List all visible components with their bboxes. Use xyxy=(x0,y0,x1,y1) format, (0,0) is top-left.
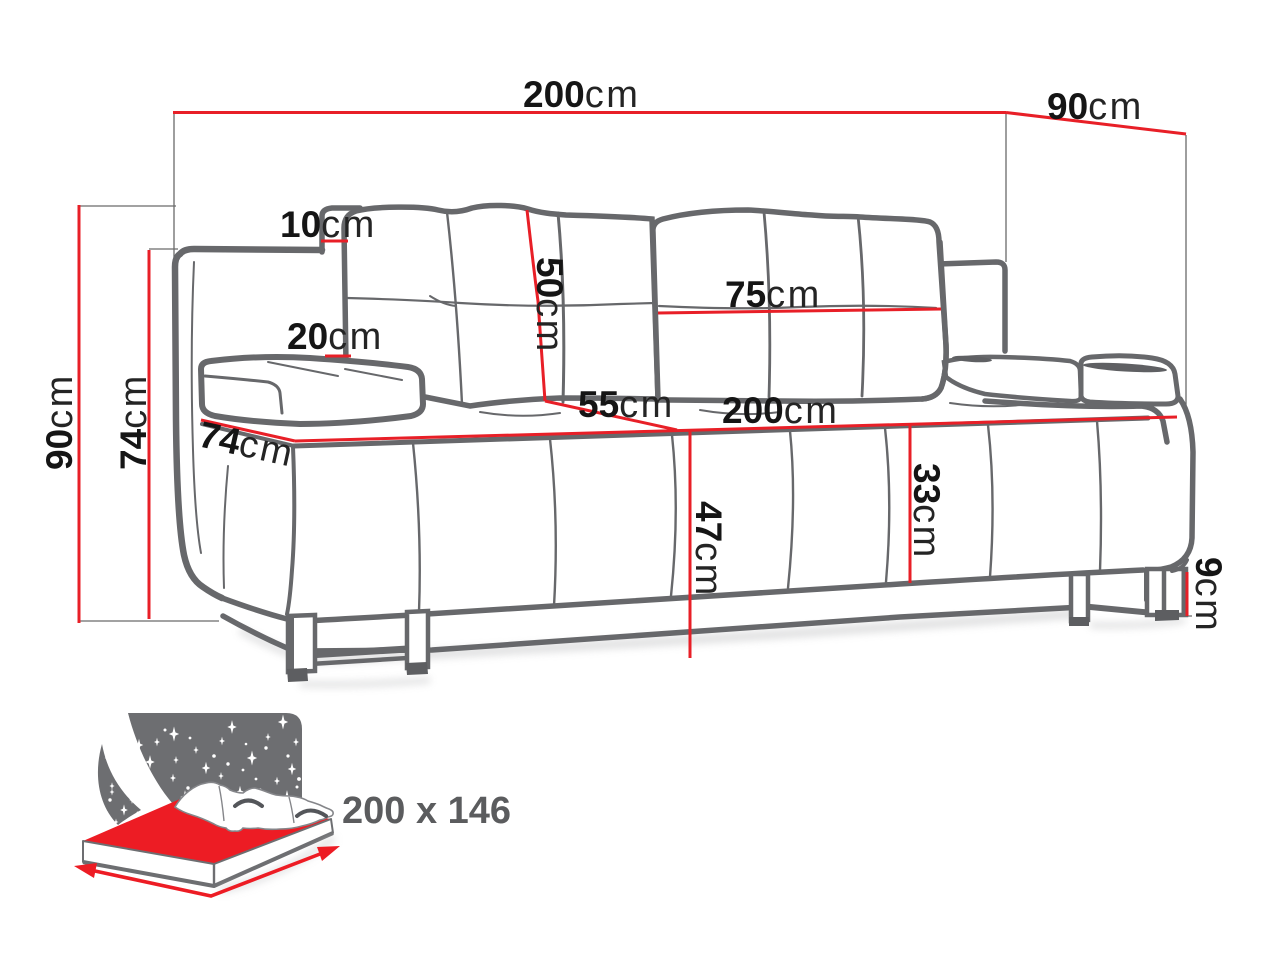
svg-text:200 x 146: 200 x 146 xyxy=(342,790,511,832)
svg-text:90cm: 90cm xyxy=(1047,86,1144,128)
svg-text:55cm: 55cm xyxy=(578,384,675,426)
svg-text:200cm: 200cm xyxy=(523,74,640,116)
svg-text:50cm: 50cm xyxy=(528,257,570,354)
svg-text:200cm: 200cm xyxy=(722,390,839,432)
svg-text:90cm: 90cm xyxy=(39,373,81,470)
svg-text:9cm: 9cm xyxy=(1187,557,1229,633)
svg-text:10cm: 10cm xyxy=(280,204,377,246)
svg-text:47cm: 47cm xyxy=(687,501,729,598)
svg-text:20cm: 20cm xyxy=(287,316,384,358)
svg-text:33cm: 33cm xyxy=(905,463,947,560)
svg-text:75cm: 75cm xyxy=(725,274,822,316)
svg-text:74cm: 74cm xyxy=(113,373,155,470)
